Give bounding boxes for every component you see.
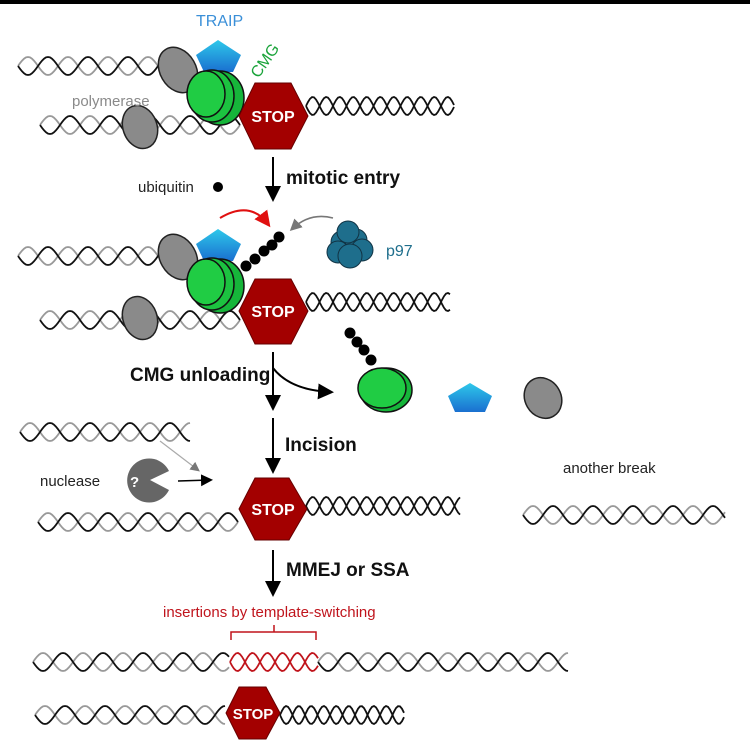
dna-top-strand-1 (17, 56, 181, 76)
insertions-label: insertions by template-switching (163, 604, 376, 621)
insertion-bracket (230, 625, 317, 640)
dna-repaired-left (32, 652, 230, 672)
stop-label: STOP (251, 109, 295, 126)
dna-another-break (522, 505, 726, 525)
gray-strand-arrow (159, 440, 200, 472)
nuclease-label: nuclease (40, 473, 100, 490)
stop-label-2: STOP (251, 304, 295, 321)
nuclease-pacman (127, 458, 169, 503)
step-cmg-unloading: CMG unloading (130, 365, 270, 386)
ubiquitin-chain-on-cmg (240, 231, 285, 272)
arrow-release (272, 367, 334, 400)
traip-pentagon (196, 40, 241, 72)
stop-sign-2 (238, 278, 309, 345)
traip-pentagon-2 (196, 229, 241, 261)
polymerase-bottom (121, 104, 159, 150)
released-cmg-ubiquitin (344, 327, 413, 413)
dna-top-strand-2 (17, 246, 181, 266)
dna-downstream-3 (305, 496, 461, 516)
dna-top-strand-2 (17, 246, 181, 266)
dna-downstream-1 (305, 96, 455, 116)
cmg-helicase (186, 69, 245, 126)
dna-broken-bottom (37, 512, 239, 532)
polymerase-label: polymerase (72, 93, 150, 110)
dna-broken-top (19, 422, 191, 442)
nuclease-arrow (177, 474, 213, 487)
dna-sister-right (279, 704, 405, 726)
stop-label-4: STOP (233, 706, 274, 723)
step-incision: Incision (285, 435, 357, 456)
ubiquitin-label: ubiquitin (138, 179, 194, 196)
dna-sister-left (34, 705, 226, 725)
nuclease-question: ? (130, 474, 139, 491)
released-traip (448, 383, 492, 412)
step-mmej-ssa: MMEJ or SSA (286, 560, 410, 581)
traip-label: TRAIP (196, 13, 243, 30)
dna-repaired-left (32, 652, 230, 672)
dna-sister-right (279, 704, 405, 726)
ubiquitin-dot (213, 182, 223, 192)
dna-repaired-right (317, 652, 569, 672)
p97-label: p97 (386, 243, 413, 260)
stop-sign-3 (238, 477, 308, 541)
p97-hexamer (326, 220, 374, 269)
panel-replication-fork (121, 40, 309, 150)
dna-downstream-2 (305, 292, 451, 312)
dna-top-strand-1 (17, 56, 181, 76)
dna-sister-left (34, 705, 226, 725)
grey-arrow (289, 215, 334, 232)
released-polymerase (523, 376, 563, 420)
polymerase-bottom-2 (121, 295, 159, 341)
cmg-helicase-2 (186, 257, 245, 314)
cmg-label: CMG (248, 41, 283, 81)
dna-downstream-2 (305, 292, 451, 312)
dna-downstream-1 (305, 96, 455, 116)
stop-label-3: STOP (251, 502, 295, 519)
top-border (0, 0, 750, 4)
dna-repaired-right (317, 652, 569, 672)
stop-sign-4 (225, 686, 281, 740)
dna-helices (17, 56, 726, 726)
dna-downstream-3 (305, 496, 461, 516)
red-arrow (219, 209, 271, 228)
step-mitotic-entry: mitotic entry (286, 168, 400, 189)
dna-insertion (229, 652, 319, 672)
dna-broken-top (19, 422, 191, 442)
dna-another-break (522, 505, 726, 525)
stop-sign (238, 82, 309, 150)
another-break-label: another break (563, 460, 656, 477)
